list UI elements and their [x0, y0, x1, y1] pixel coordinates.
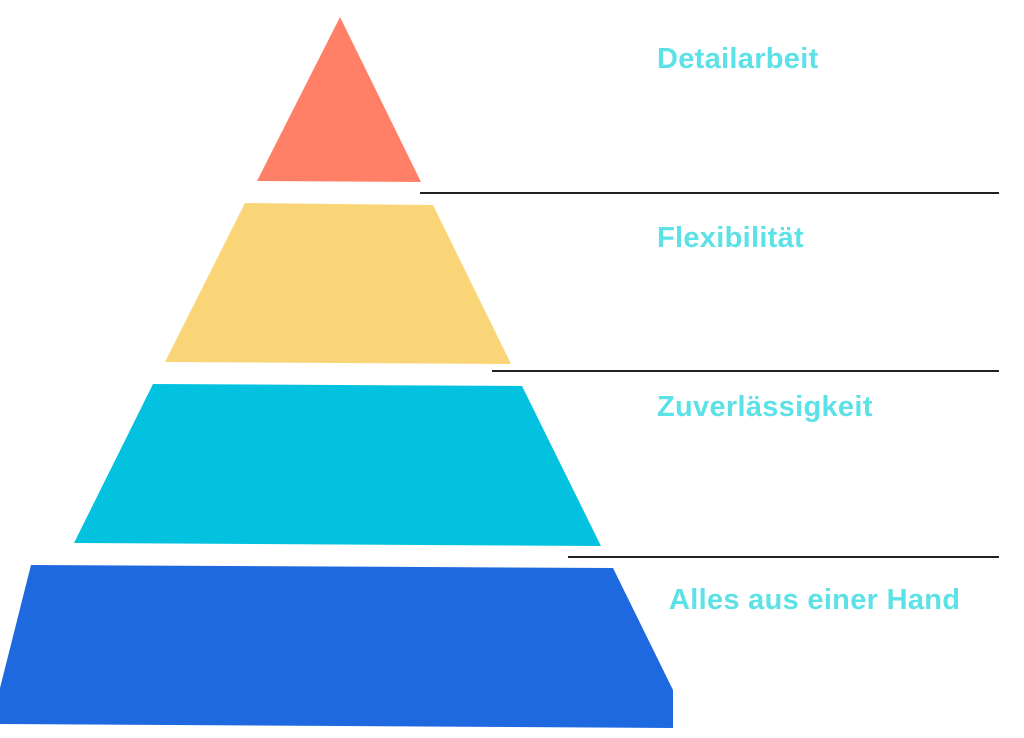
pyramid-level-2	[165, 203, 511, 364]
level-label-alles-aus-einer-hand: Alles aus einer Hand	[669, 584, 961, 616]
pyramid-level-top	[257, 17, 421, 182]
pyramid-level-base	[0, 565, 673, 728]
level-label-detailarbeit: Detailarbeit	[657, 43, 819, 75]
pyramid-level-3	[74, 384, 601, 546]
level-label-zuverlaessigkeit: Zuverlässigkeit	[657, 391, 873, 423]
level-label-flexibilitaet: Flexibilität	[657, 222, 805, 254]
